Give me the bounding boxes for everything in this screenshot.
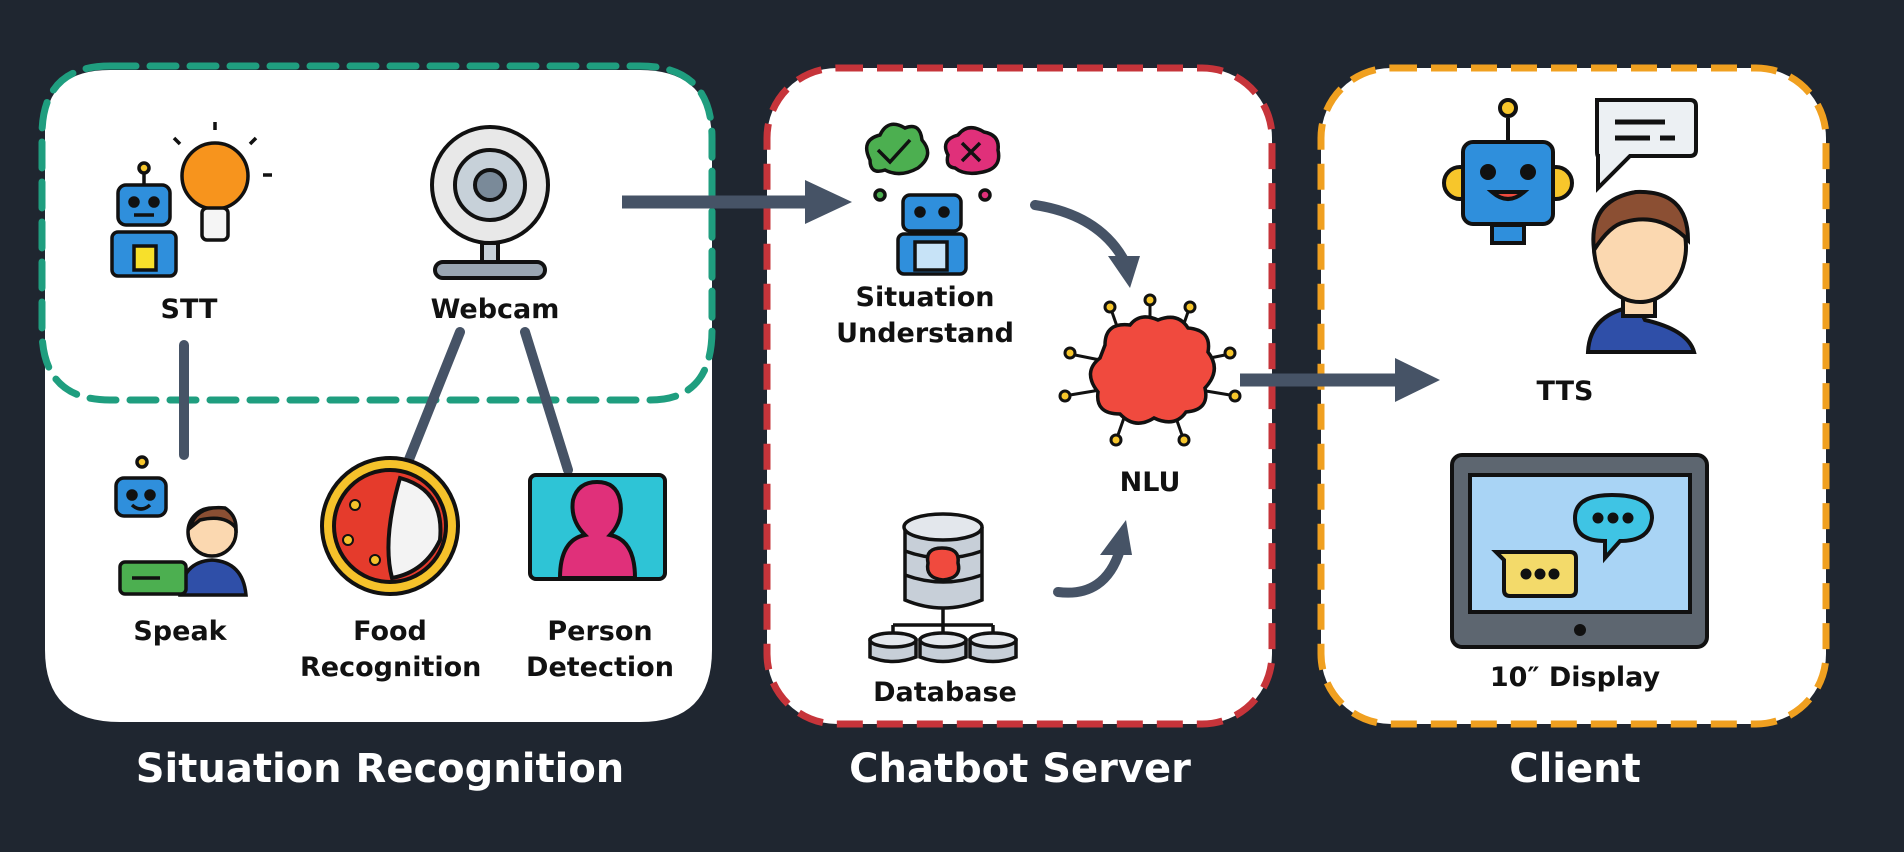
webcam-icon bbox=[430, 125, 550, 280]
person-detection-icon bbox=[528, 473, 667, 581]
speak-icon bbox=[114, 455, 248, 597]
nlu-label: NLU bbox=[1119, 467, 1181, 498]
webcam-food-line bbox=[403, 327, 465, 467]
food-recognition-label-line2: Recognition bbox=[300, 652, 482, 683]
display-icon bbox=[1450, 453, 1709, 649]
lightbulb-icon bbox=[172, 122, 272, 242]
person-detection-label-line2: Detection bbox=[526, 652, 674, 683]
nlu-brain-icon bbox=[1058, 293, 1242, 447]
database-nlu-curve bbox=[1053, 545, 1125, 598]
webcam-person-line bbox=[520, 327, 573, 475]
chatbot-server-panel bbox=[763, 64, 1276, 728]
sensor-group-dashed-border bbox=[38, 62, 716, 404]
food-plate-icon bbox=[320, 456, 460, 596]
stt-label: STT bbox=[160, 294, 218, 325]
chatbot-server-title: Chatbot Server bbox=[849, 746, 1191, 792]
recognition-to-server-arrow-head bbox=[805, 180, 852, 224]
database-nlu-arrow-head bbox=[1100, 520, 1132, 555]
situation-understand-label-line1: Situation bbox=[855, 282, 995, 313]
connector-lines bbox=[179, 200, 1130, 598]
speak-label: Speak bbox=[133, 616, 227, 647]
database-icon bbox=[868, 512, 1018, 664]
understand-nlu-arrow-head bbox=[1108, 256, 1140, 288]
tts-icon bbox=[1442, 98, 1698, 354]
webcam-label: Webcam bbox=[430, 294, 560, 325]
server-to-client-arrow-head bbox=[1395, 358, 1440, 402]
display-label: 10″ Display bbox=[1489, 662, 1661, 693]
food-recognition-label-line1: Food bbox=[353, 616, 427, 647]
arrows bbox=[622, 180, 1440, 555]
situation-recognition-title: Situation Recognition bbox=[135, 746, 625, 792]
database-label: Database bbox=[873, 677, 1017, 708]
stt-robot-icon bbox=[110, 161, 178, 278]
person-detection-label-line1: Person bbox=[547, 616, 653, 647]
situation-understand-icon bbox=[864, 122, 1001, 276]
understand-nlu-curve bbox=[1030, 200, 1130, 267]
tts-label: TTS bbox=[1536, 376, 1594, 407]
client-title: Client bbox=[1509, 746, 1641, 792]
situation-understand-label-line2: Understand bbox=[836, 318, 1014, 349]
